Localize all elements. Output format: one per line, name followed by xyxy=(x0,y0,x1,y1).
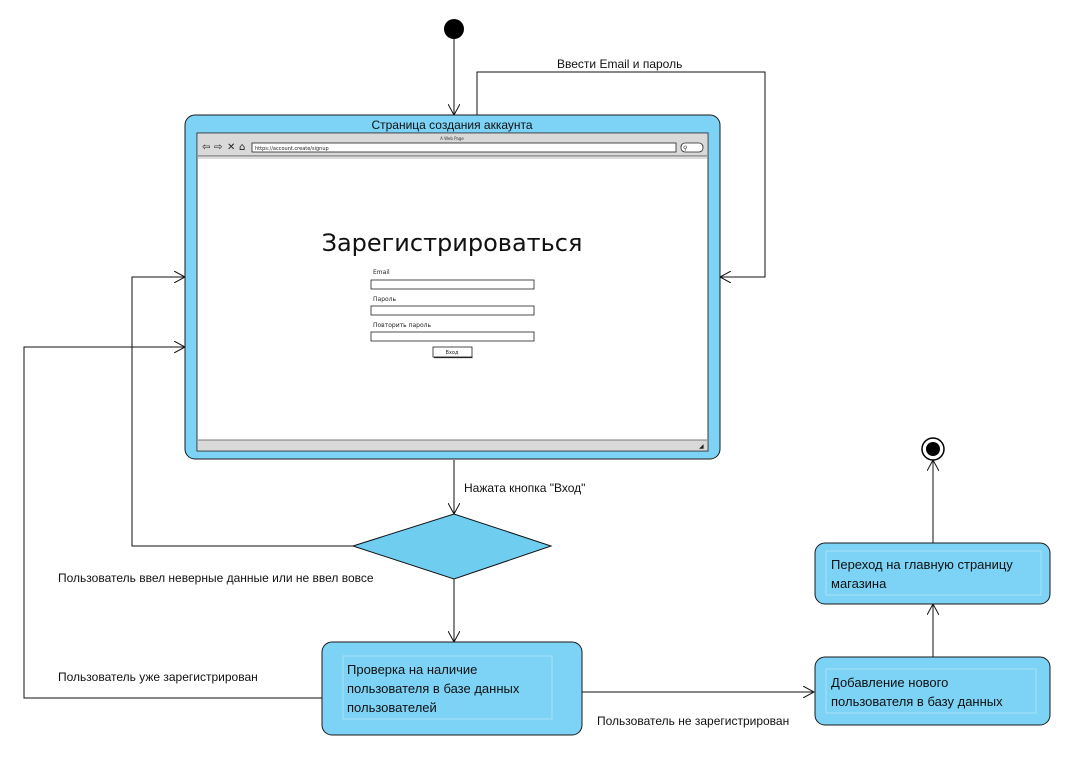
repeat-password-label: Повторить пароль xyxy=(373,322,431,329)
close-icon[interactable]: ✕ xyxy=(227,142,235,153)
transition-enter-credentials xyxy=(476,71,766,277)
label-button-pressed: Нажата кнопка "Вход" xyxy=(464,481,585,495)
label-invalid-data: Пользователь ввел неверные данные или не… xyxy=(58,571,374,585)
repeat-password-field[interactable] xyxy=(370,331,535,342)
state-add-user-text: Добавление нового пользователя в базу да… xyxy=(831,673,1003,711)
state-signup-page: Страница создания аккаунта A Web Page ⇦ … xyxy=(184,114,721,460)
decision-node xyxy=(351,513,553,580)
state-add-user-line: Добавление нового xyxy=(831,675,949,690)
label-enter-credentials: Ввести Email и пароль xyxy=(557,57,682,71)
label-already-registered: Пользователь уже зарегистрирован xyxy=(58,670,258,684)
state-go-home-line: Переход на главную страницу xyxy=(831,557,1013,572)
state-add-user-line: пользователя в базу данных xyxy=(831,694,1003,709)
address-bar[interactable] xyxy=(251,142,677,153)
browser-search-field[interactable] xyxy=(680,142,704,153)
state-check-user-line: Проверка на наличие xyxy=(347,662,478,677)
state-go-home-line: магазина xyxy=(831,576,887,591)
signup-heading: Зарегистрироваться xyxy=(322,229,583,257)
state-check-user-line: пользователя в базе данных xyxy=(347,681,520,696)
address-bar-url: https://account.create/signup xyxy=(255,146,329,152)
password-label: Пароль xyxy=(373,296,397,303)
browser-mockup: A Web Page ⇦ ⇨ ✕ ⌂ https://account.creat… xyxy=(196,132,709,452)
email-field[interactable] xyxy=(370,279,535,290)
initial-node xyxy=(444,19,464,39)
state-check-user-line: пользователей xyxy=(347,700,437,715)
password-field[interactable] xyxy=(370,305,535,316)
search-icon: ⚲ xyxy=(683,145,687,152)
state-check-user-text: Проверка на наличие пользователя в базе … xyxy=(347,660,519,717)
state-go-home xyxy=(814,542,1051,605)
transition-already-registered xyxy=(23,347,322,699)
browser-window-title: A Web Page xyxy=(440,136,464,141)
login-button-label: Вход xyxy=(446,350,459,356)
home-icon[interactable]: ⌂ xyxy=(239,142,245,153)
final-node xyxy=(921,437,945,461)
forward-icon[interactable]: ⇨ xyxy=(214,142,222,153)
state-add-user xyxy=(814,656,1051,726)
state-go-home-text: Переход на главную страницу магазина xyxy=(831,555,1013,593)
state-check-user xyxy=(321,641,583,736)
label-not-registered: Пользователь не зарегистрирован xyxy=(597,714,789,728)
transition-invalid-data xyxy=(131,277,353,547)
resize-grip-icon: ◢ xyxy=(699,443,704,450)
state-signup-title: Страница создания аккаунта xyxy=(371,118,532,132)
email-label: Email xyxy=(373,269,390,276)
back-icon[interactable]: ⇦ xyxy=(202,142,210,153)
